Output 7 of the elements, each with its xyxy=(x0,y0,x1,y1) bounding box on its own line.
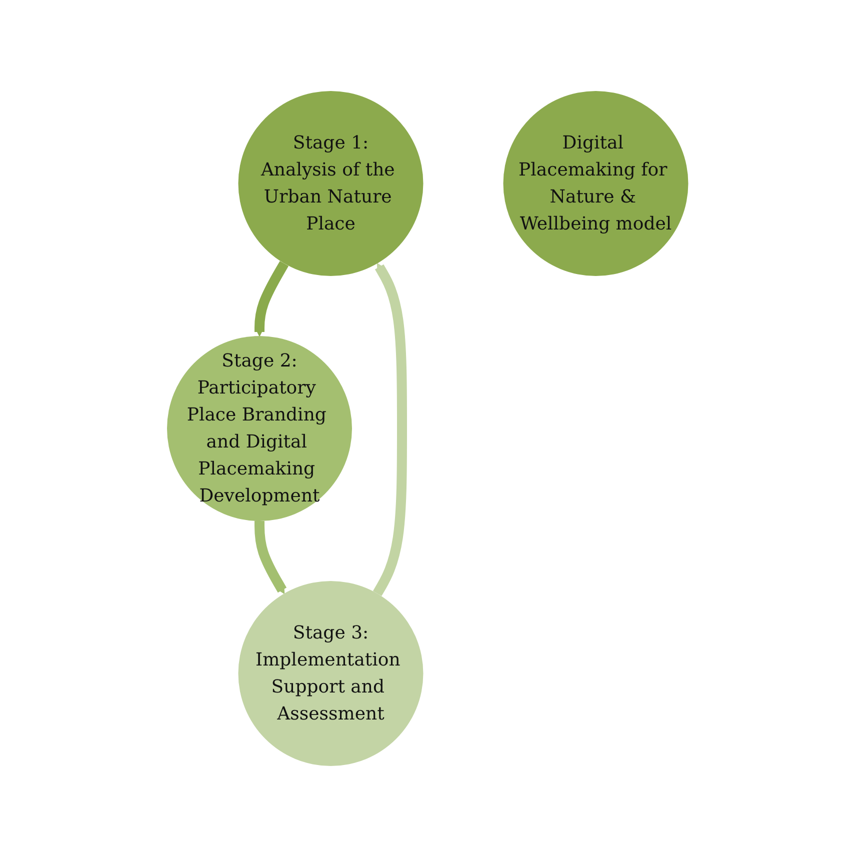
arrow xyxy=(254,521,286,594)
arrow xyxy=(254,260,288,336)
node-circle: Digital Placemaking for Nature & Wellbeing model xyxy=(503,91,688,276)
node-circle: Stage 2: Participatory Place Branding and Digital Placemaking Development xyxy=(166,336,352,521)
node-circle: Stage 3: Implementation Support and Assessment xyxy=(238,581,424,766)
node-circle: Stage 1: Analysis of the Urban Nature Place xyxy=(238,91,424,276)
arrow xyxy=(372,263,407,596)
